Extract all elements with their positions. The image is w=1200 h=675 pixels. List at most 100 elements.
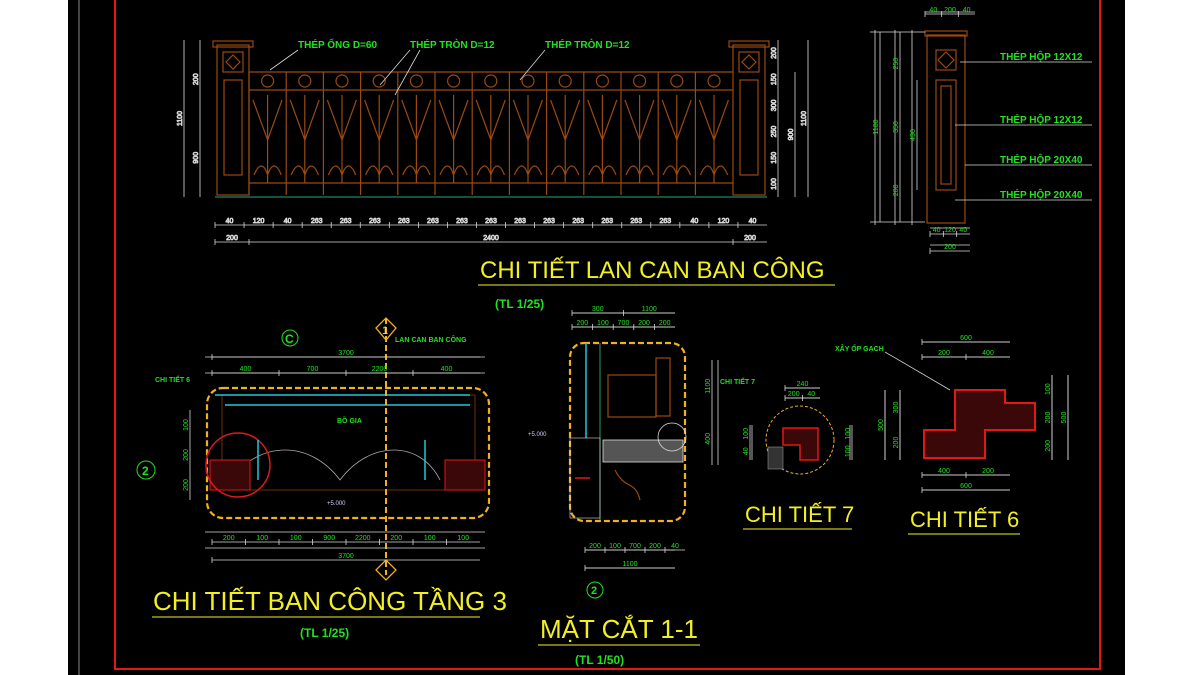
ring-ornament <box>707 74 721 88</box>
plan-dim-bottom-value: 3700 <box>338 553 354 560</box>
plan-dim-top-value: 400 <box>240 366 252 373</box>
fence-dim-left-value: 200 <box>193 73 200 85</box>
ring-ornament <box>558 74 572 88</box>
plan-dim-top-value: 3700 <box>338 350 354 357</box>
section-dim-top-value: 100 <box>597 320 609 327</box>
fence-elevation <box>212 40 770 198</box>
fence-dim-bottom-value: 263 <box>485 218 497 225</box>
column-dim-top-value: 40 <box>929 7 937 14</box>
section-dim-bottom-value: 700 <box>629 543 641 550</box>
column-dim-bottom-value: 40 <box>933 227 941 234</box>
detail6-dim-top-value: 600 <box>960 335 972 342</box>
detail6-dim-top-value: 400 <box>982 350 994 357</box>
plan-dim-bottom-value: 100 <box>424 535 436 542</box>
fence-dim-bottom-value: 263 <box>398 218 410 225</box>
ring-ornament <box>298 74 312 88</box>
section-dim-top-value: 200 <box>638 320 650 327</box>
fence-dim-left-value: 1100 <box>177 111 184 126</box>
detail6-dim-left-value: 500 <box>878 419 885 431</box>
fence-scale: (TL 1/25) <box>495 297 544 311</box>
detail-6-title: CHI TIẾT 6 <box>910 507 1019 532</box>
plan-dim-bottom-value: 2200 <box>355 535 371 542</box>
column-dim-left-value: 350 <box>893 121 900 133</box>
section-dim-top-value: 200 <box>576 320 588 327</box>
fence-dim-right-value: 900 <box>788 129 795 141</box>
plan-dim-bottom-value: 200 <box>223 535 235 542</box>
section-dim-right-value: 400 <box>705 433 712 445</box>
fence-dim-bottom-value: 120 <box>253 218 265 225</box>
plan-dim-bottom-value: 100 <box>290 535 302 542</box>
detail-6-drawing <box>884 341 1069 491</box>
detail7-dim-top-value: 240 <box>797 381 809 388</box>
label-detail-7-ref: CHI TIẾT 7 <box>720 376 755 386</box>
section-1-1 <box>568 312 719 599</box>
ring-ornament <box>409 74 423 88</box>
label-balcony-railing: LAN CAN BAN CÔNG <box>395 335 467 344</box>
plan-dim-top-value: 400 <box>441 366 453 373</box>
ring-ornament <box>521 74 535 88</box>
fence-dim-bottom-value: 40 <box>226 218 234 225</box>
plan-dim-top-value: 2200 <box>372 366 388 373</box>
fence-dim-bottom-value: 263 <box>311 218 323 225</box>
ring-ornament <box>670 74 684 88</box>
column-dim-bottom-value: 200 <box>944 244 956 251</box>
right-post <box>732 44 766 196</box>
ring-ornament <box>484 74 498 88</box>
section-scale: (TL 1/50) <box>575 653 624 667</box>
section-dim-bottom-value: 1100 <box>622 561 637 568</box>
ring-ornament <box>632 74 647 88</box>
scroll-ornament <box>475 95 506 183</box>
fence-dim-total-value: 200 <box>226 235 238 242</box>
detail7-dim-side-value: 100 <box>743 428 750 440</box>
detail6-dim-bottom-value: 200 <box>982 468 994 475</box>
scroll-ornament <box>438 95 469 183</box>
column-dim-left-value: 250 <box>893 58 900 70</box>
plan-title: CHI TIẾT BAN CÔNG TẦNG 3 <box>153 586 507 616</box>
detail6-dim-bottom-value: 400 <box>938 468 950 475</box>
fence-dim-bottom-value: 40 <box>284 218 292 225</box>
fence-dim-bottom-value: 120 <box>718 218 730 225</box>
section-dim-bottom-value: 40 <box>671 543 679 550</box>
axis-c-label: C <box>285 332 294 346</box>
fence-dim-bottom-value: 263 <box>427 218 439 225</box>
scroll-ornament <box>550 95 581 183</box>
axis-2-label: 2 <box>142 464 149 478</box>
section-dim-top-value: 300 <box>592 306 604 313</box>
scroll-ornament <box>289 95 320 183</box>
scroll-ornament <box>326 95 357 183</box>
column-dim-left-value: 1100 <box>873 119 880 134</box>
detail6-dim-top-value: 200 <box>938 350 950 357</box>
plan-dim-left-value: 200 <box>183 479 190 491</box>
detail6-dim-right-value: 100 <box>1045 383 1052 395</box>
section-dim-right-value: 1100 <box>705 379 712 394</box>
section-dim-top-value: 1100 <box>642 306 657 313</box>
left-post <box>216 44 250 196</box>
scroll-ornament <box>587 95 618 183</box>
detail7-dim-side-value: 100 <box>845 428 852 440</box>
ring-ornament <box>335 74 349 88</box>
column-dim-top-value: 200 <box>944 7 956 14</box>
fence-dim-bottom-value: 263 <box>340 218 352 225</box>
fence-dim-right-value: 300 <box>771 99 778 111</box>
balcony-plan <box>136 317 491 581</box>
detail6-dim-right-value: 200 <box>1045 440 1052 452</box>
section-dim-bottom-value: 200 <box>649 543 661 550</box>
fence-dim-right-value: 250 <box>771 126 778 138</box>
scroll-ornament <box>252 95 283 183</box>
detail7-dim-side-value: 100 <box>845 445 852 457</box>
fence-dim-bottom-value: 263 <box>543 218 555 225</box>
plan-scale: (TL 1/25) <box>300 626 349 640</box>
fence-dim-bottom-value: 263 <box>572 218 584 225</box>
drawing-frame <box>114 0 1101 670</box>
label-box-steel-3: THÉP HỘP 20X40 <box>1000 153 1083 166</box>
column-dim-top-value: 40 <box>963 7 971 14</box>
plan-dim-bottom-value: 200 <box>390 535 402 542</box>
fence-dim-bottom-value: 263 <box>514 218 526 225</box>
fence-dim-bottom-value: 263 <box>456 218 468 225</box>
scroll-ornament <box>698 95 729 183</box>
detail-7-title: CHI TIẾT 7 <box>745 502 854 527</box>
fence-dim-left-value: 900 <box>193 152 200 164</box>
label-box-steel-4: THÉP HỘP 20X40 <box>1000 188 1083 201</box>
detail6-dim-right-value: 200 <box>1045 412 1052 424</box>
